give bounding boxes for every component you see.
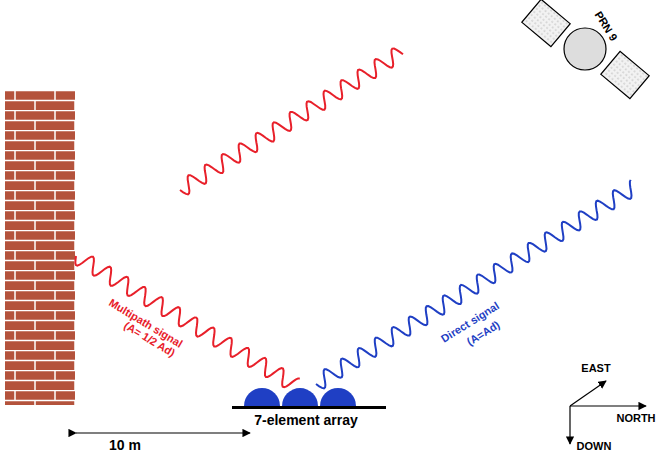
axis-label: DOWN bbox=[577, 440, 612, 452]
signal-wave bbox=[316, 180, 632, 389]
axis-label: NORTH bbox=[616, 412, 655, 424]
distance-dimension bbox=[76, 433, 250, 434]
dimension-label: 10 m bbox=[109, 438, 141, 453]
antenna-array bbox=[232, 388, 386, 408]
array-label: 7-element array bbox=[254, 413, 358, 428]
brick-wall bbox=[5, 90, 75, 405]
satellite bbox=[522, 0, 649, 99]
signal-waves bbox=[75, 49, 631, 389]
signal-wave bbox=[180, 49, 403, 195]
signal-wave bbox=[75, 256, 299, 387]
axis-label: EAST bbox=[581, 362, 610, 374]
